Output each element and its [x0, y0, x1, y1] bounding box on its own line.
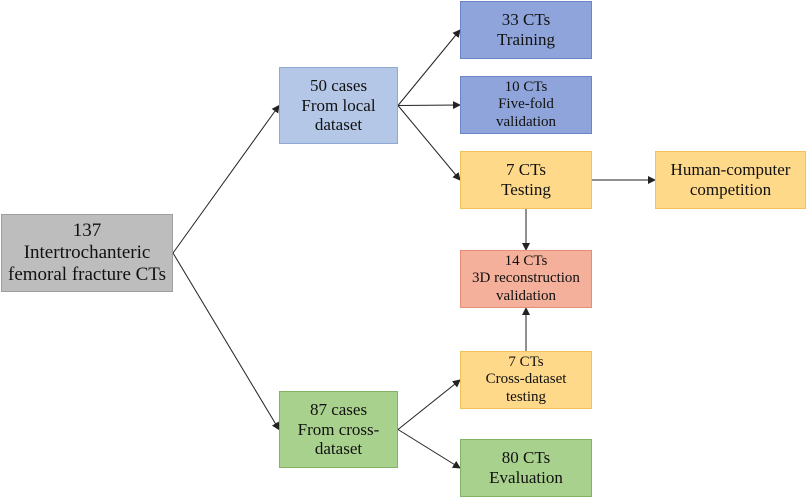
- node-evaluation-line-1: 80 CTs: [501, 448, 551, 468]
- node-training: 33 CTs Training: [460, 1, 592, 59]
- node-local-dataset-line-2: From local: [301, 95, 376, 115]
- node-five-fold-validation: 10 CTs Five-fold validation: [460, 76, 592, 134]
- node-testing-line-2: Testing: [501, 180, 551, 199]
- node-recon-line-1: 14 CTs: [504, 253, 548, 270]
- node-local-dataset: 50 cases From local dataset: [279, 67, 398, 144]
- node-cross-dataset-line-1: 87 cases: [309, 400, 368, 420]
- node-recon-line-3: validation: [496, 287, 556, 304]
- node-human-computer-competition: Human-computer competition: [655, 151, 806, 209]
- node-cross-dataset-testing: 7 CTs Cross-dataset testing: [460, 351, 592, 409]
- arrow-cross-to-cross_testing: [397, 379, 461, 430]
- node-total-cts-line-1: 137: [72, 220, 102, 242]
- node-competition-line-2: competition: [689, 180, 772, 199]
- node-testing-line-1: 7 CTs: [506, 160, 546, 180]
- arrow-root-to-local: [172, 104, 280, 254]
- node-training-line-2: Training: [497, 30, 555, 49]
- node-validation-line-2: Five-fold: [498, 96, 554, 113]
- node-total-cts: 137 Intertrochanteric femoral fracture C…: [1, 214, 173, 292]
- node-recon-line-2: 3D reconstruction: [472, 270, 580, 287]
- arrow-local-to-validation: [397, 101, 461, 110]
- node-evaluation: 80 CTs Evaluation: [460, 439, 592, 497]
- node-cross-dataset-line-3: dataset: [314, 439, 363, 459]
- node-total-cts-line-3: femoral fracture CTs: [8, 263, 166, 285]
- node-training-line-1: 33 CTs: [501, 10, 551, 30]
- node-cross-dataset: 87 cases From cross- dataset: [279, 391, 398, 468]
- node-cross-testing-line-3: testing: [506, 388, 546, 405]
- node-local-dataset-line-3: dataset: [314, 115, 363, 135]
- node-cross-testing-line-2: Cross-dataset: [485, 371, 567, 388]
- node-validation-line-1: 10 CTs: [504, 79, 548, 96]
- arrow-root-to-cross: [172, 252, 280, 431]
- node-total-cts-line-2: Intertrochanteric: [23, 242, 151, 264]
- node-testing: 7 CTs Testing: [460, 151, 592, 209]
- arrow-local-to-training: [397, 29, 461, 106]
- node-3d-reconstruction-validation: 14 CTs 3D reconstruction validation: [460, 250, 592, 308]
- arrow-local-to-testing: [397, 105, 461, 181]
- node-evaluation-line-2: Evaluation: [489, 468, 563, 487]
- node-cross-dataset-line-2: From cross-: [297, 419, 380, 439]
- node-local-dataset-line-1: 50 cases: [309, 76, 368, 96]
- node-cross-testing-line-1: 7 CTs: [508, 354, 544, 371]
- node-competition-line-1: Human-computer: [670, 160, 791, 180]
- arrow-cross-to-evaluation: [397, 429, 461, 469]
- node-validation-line-3: validation: [496, 113, 556, 130]
